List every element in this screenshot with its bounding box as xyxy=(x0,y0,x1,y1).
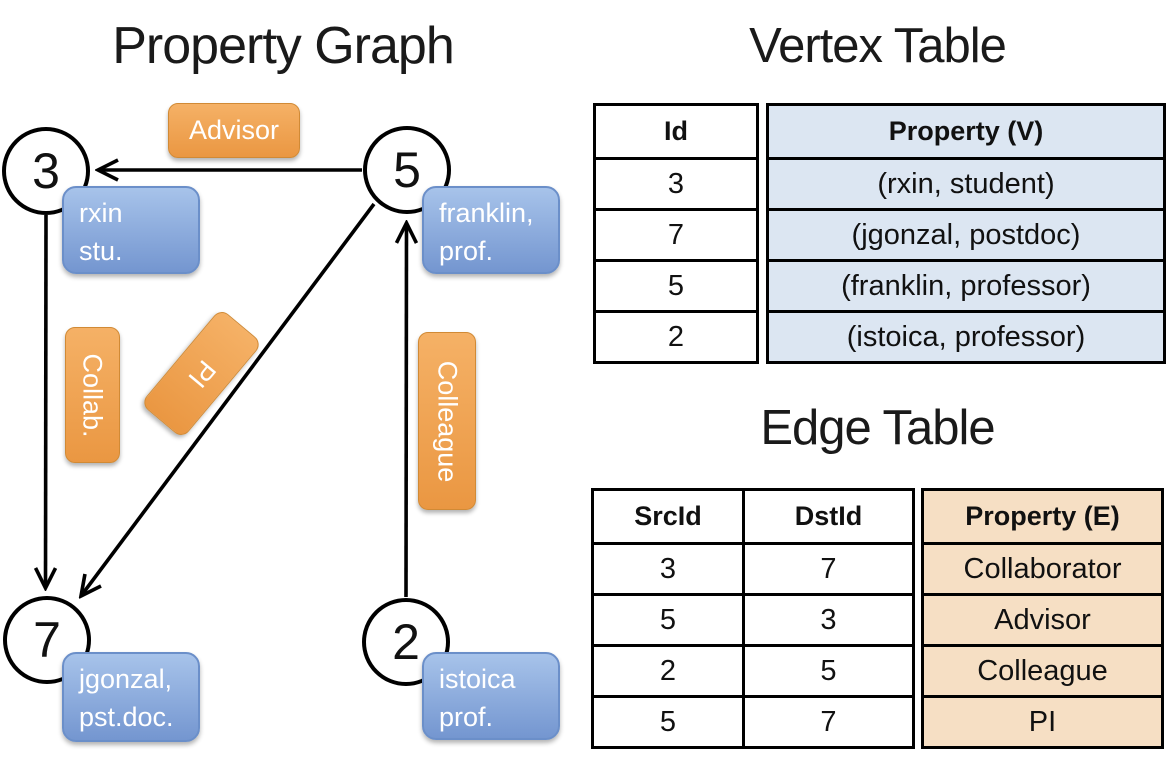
node-property-box-7-line1: jgonzal, xyxy=(79,664,173,694)
vertex-table-column-gap xyxy=(759,103,766,364)
vertex-table-property-column: Property (V) (rxin, student) (jgonzal, p… xyxy=(766,103,1166,364)
edge-label-advisor: Advisor xyxy=(168,103,300,158)
node-property-box-3-line1: rxin xyxy=(79,198,123,228)
edge-label-colleague-text: Colleague xyxy=(432,360,463,482)
edge-table: SrcId DstId 3 7 5 3 2 5 5 7 Property (E) xyxy=(591,488,1164,749)
node-property-box-2: istoica prof. xyxy=(422,652,560,740)
edge-table-cell-property: Collaborator xyxy=(924,545,1161,593)
vertex-table-cell-property: (rxin, student) xyxy=(769,160,1163,208)
edge-table-cell-property: Advisor xyxy=(924,596,1161,644)
graph-node-3-id: 3 xyxy=(32,143,60,199)
vertex-table-cell-property: (franklin, professor) xyxy=(769,262,1163,310)
edge-table-cell-property: Colleague xyxy=(924,647,1161,695)
edge-table-cell-dstid: 5 xyxy=(742,647,912,695)
node-property-box-7-line2: pst.doc. xyxy=(79,702,174,733)
edge-label-collab-text: Collab. xyxy=(78,352,109,438)
vertex-table-header-id: Id xyxy=(664,116,688,146)
graph-node-5: 5 xyxy=(363,126,451,214)
edge-table-cell-srcid: 3 xyxy=(659,552,677,585)
edge-label-advisor-text: Advisor xyxy=(188,115,280,145)
graph-node-5-id: 5 xyxy=(393,142,421,198)
edge-table-cell-dstid: 7 xyxy=(742,698,912,746)
graph-edges xyxy=(0,0,585,760)
edge-table-cell-srcid: 5 xyxy=(659,705,677,738)
edge-5-to-7 xyxy=(81,202,376,596)
edge-table-cell-property: PI xyxy=(924,698,1161,746)
node-property-box-3-line2: stu. xyxy=(79,236,123,267)
edge-table-cell-dstid: 7 xyxy=(742,545,912,593)
node-property-box-2-line1: istoica xyxy=(439,664,516,694)
node-property-box-5: franklin, prof. xyxy=(422,186,560,274)
node-property-box-5-line2: prof. xyxy=(439,236,494,267)
graph-node-7-id: 7 xyxy=(33,612,61,668)
node-property-box-7: jgonzal, pst.doc. xyxy=(62,652,200,742)
graph-node-2: 2 xyxy=(362,598,450,686)
edge-table-header-dstid: DstId xyxy=(742,491,912,542)
graph-node-2-id: 2 xyxy=(392,614,420,670)
vertex-table-title: Vertex Table xyxy=(749,19,1007,73)
vertex-table-id-column: Id 3 7 5 2 xyxy=(593,103,759,364)
vertex-table-cell-id: 5 xyxy=(667,269,685,302)
edge-table-title: Edge Table xyxy=(760,401,995,455)
edge-table-cell-srcid: 5 xyxy=(659,603,677,636)
edge-label-colleague: Colleague xyxy=(418,332,476,510)
vertex-table-cell-id: 3 xyxy=(667,167,685,200)
vertex-table-cell-property: (jgonzal, postdoc) xyxy=(769,211,1163,259)
edge-label-pi-text: PI xyxy=(182,354,222,394)
edge-table-cell-srcid: 2 xyxy=(659,654,677,687)
node-property-box-5-line1: franklin, xyxy=(439,198,534,228)
node-property-box-2-line2: prof. xyxy=(439,702,494,733)
vertex-table-cell-id: 2 xyxy=(667,320,685,353)
node-property-box-3: rxin stu. xyxy=(62,186,200,274)
edge-table-header-srcid: SrcId xyxy=(634,501,702,531)
vertex-table-cell-id: 7 xyxy=(667,218,685,251)
edge-table-id-columns: SrcId DstId 3 7 5 3 2 5 5 7 xyxy=(591,488,915,749)
edge-label-collab: Collab. xyxy=(65,327,120,463)
edge-table-header-property: Property (E) xyxy=(924,491,1161,542)
edge-3-to-7 xyxy=(46,214,47,588)
edge-2-to-5 xyxy=(406,223,407,598)
property-graph-title: Property Graph xyxy=(112,17,455,75)
vertex-table: Id 3 7 5 2 Property (V) (rxin, student) … xyxy=(593,103,1166,364)
edge-table-property-column: Property (E) Collaborator Advisor Collea… xyxy=(921,488,1164,749)
vertex-table-cell-property: (istoica, professor) xyxy=(769,313,1163,361)
vertex-table-header-property: Property (V) xyxy=(769,106,1163,157)
edge-table-cell-dstid: 3 xyxy=(742,596,912,644)
